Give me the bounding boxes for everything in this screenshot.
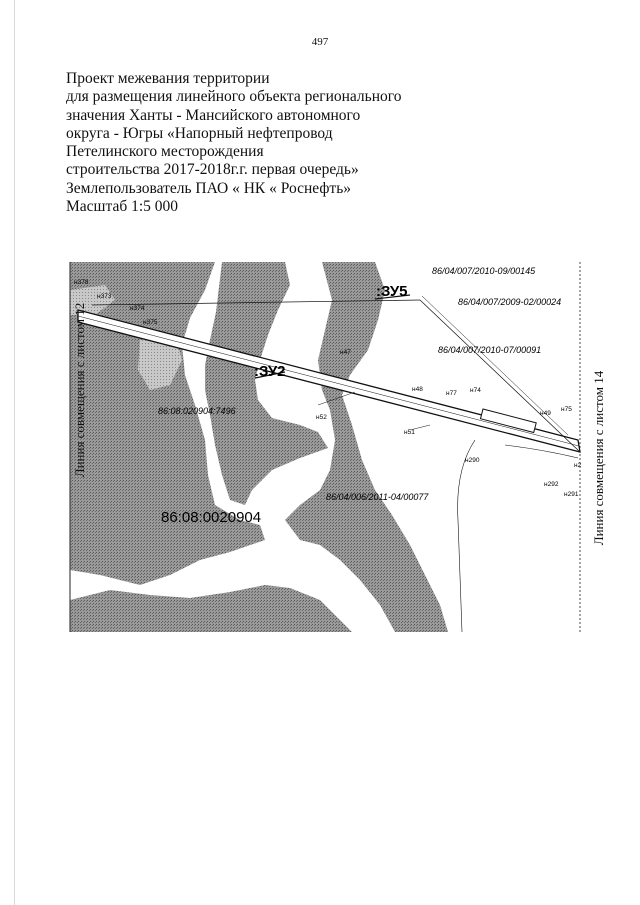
forest-area [138,335,182,390]
page-number: 497 [311,36,329,48]
point-label: н2 [574,462,582,469]
point-label: н77 [446,390,457,397]
zu5-underline [374,294,411,300]
point-label: н374 [130,305,145,312]
pipeline-axis [77,315,580,447]
title-line: для размещения линейного объекта региона… [66,88,402,106]
title-line: Проект межевания территории [66,70,270,87]
point-label: н52 [316,414,327,421]
cadastral-number: 86/04/007/2010-07/00091 [438,345,541,355]
leader-line [409,424,431,431]
title-line: округа - Югры «Напорный нефтепровод [66,124,333,142]
cadastral-number: 86:08:020904:7496 [158,406,236,416]
forest-area [70,585,352,632]
alignment-line-label-right: Линия совмещения с листом 14 [591,370,606,546]
cadastral-number: 86/04/007/2009-02/00024 [458,297,561,307]
parcel-boundary-line [91,299,421,306]
forest-area [205,262,328,505]
parcel-boundary-line [504,444,579,459]
point-label: н290 [465,457,480,464]
cadastral-number: 86/04/006/2011-04/00077 [326,492,429,502]
point-label: н373 [97,293,112,300]
point-label: н51 [404,429,415,436]
parcel-label-zu2: :ЗУ2 [254,363,286,380]
title-block: Проект межевания территории для размещен… [66,70,486,216]
title-line: значения Ханты - Мансийского автономного [66,106,361,124]
parcel-label-zu5: :ЗУ5 [376,283,408,300]
quarter-label: 86:08:0020904 [161,509,261,526]
forest-area [70,262,265,585]
point-label: н49 [540,410,551,417]
forest-area [70,285,115,315]
cadastral-number: 86/04/007/2010-09/00145 [432,266,536,276]
point-label: н291 [564,491,579,498]
parcel-boundary-line [457,439,476,633]
point-label: н292 [544,481,559,488]
title-line: Петелинского месторождения [66,143,264,161]
parcel-box [479,408,537,434]
page-edge-line [14,0,15,905]
point-label: н74 [470,387,481,394]
forest-area [285,262,448,632]
title-line: строительства 2017-2018г.г. первая очере… [66,161,359,179]
leader-line [317,391,356,406]
point-label: н75 [561,406,572,413]
parcel-boundary-line [419,299,581,453]
parcel-boundary-line [421,295,569,436]
point-label: н375 [143,319,158,326]
title-line: Землепользователь ПАО « НК « Роснефть» [66,179,352,197]
point-label: н378 [74,279,89,286]
alignment-line-label-left: Линия совмещения с листом 12 [72,302,87,478]
point-label: н47 [340,349,351,356]
point-label: н48 [412,386,423,393]
point-labels: н378 н373 н374 н375 н47 н48 н77 н74 н49 … [74,279,582,498]
scale-line: Масштаб 1:5 000 [66,198,179,216]
zu2-underline [254,371,286,379]
